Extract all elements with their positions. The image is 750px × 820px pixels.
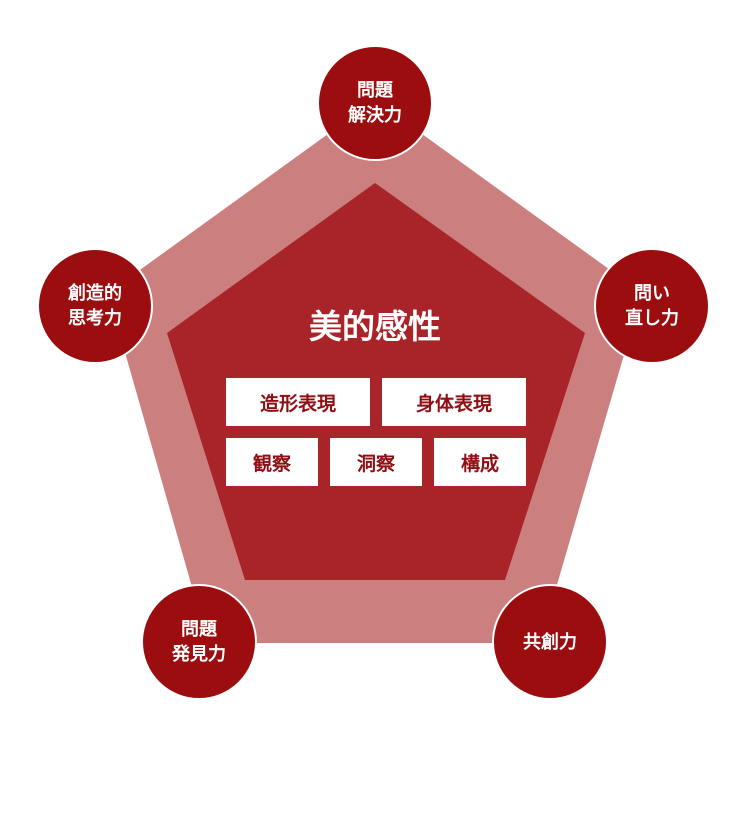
tag-shintai-hyougen: 身体表現 [382,378,526,426]
node-label-line: 発見力 [172,644,226,665]
tag-kousei: 構成 [434,438,526,486]
node-label-line: 創造的 [68,283,122,304]
node-label-line: 思考力 [68,308,122,329]
tag-kansatsu: 観察 [226,438,318,486]
node-label-line: 問題 [357,80,393,101]
node-label-line: 直し力 [625,308,679,329]
node-label-line: 解決力 [348,105,402,126]
node-re-questioning: 問い 直し力 [594,248,710,364]
tag-dousatsu: 洞察 [330,438,422,486]
node-label-line: 問い [634,283,670,304]
node-problem-finding: 問題 発見力 [141,584,257,700]
node-label-line: 問題 [181,619,217,640]
node-co-creation: 共創力 [492,584,608,700]
node-problem-solving: 問題 解決力 [317,45,433,161]
tag-zoukei-hyougen: 造形表現 [226,378,370,426]
node-creative-thinking: 創造的 思考力 [37,248,153,364]
center-title: 美的感性 [309,307,441,346]
node-label-line: 共創力 [523,631,577,653]
